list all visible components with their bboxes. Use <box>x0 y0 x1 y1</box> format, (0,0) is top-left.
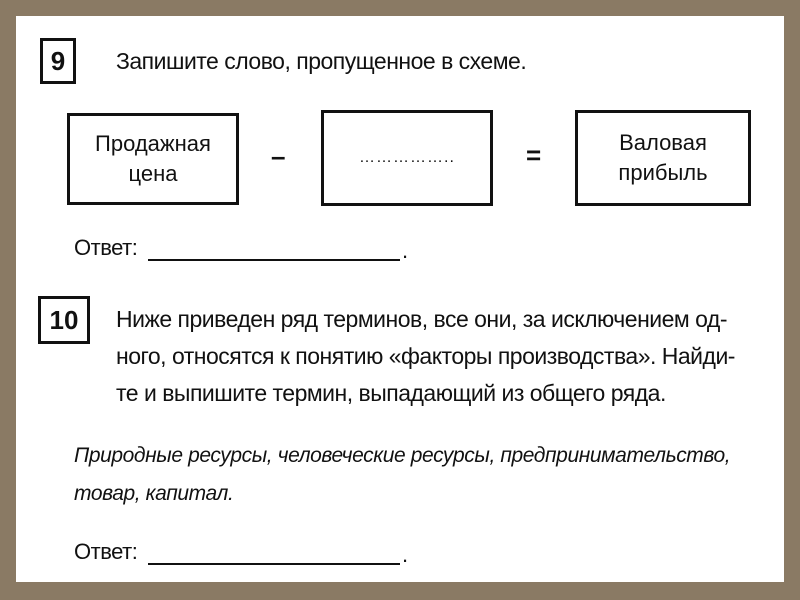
scheme-box-missing-word: …………….. <box>321 110 493 206</box>
question-9-instruction: Запишите слово, пропущенное в схеме. <box>116 48 527 74</box>
scheme-box-gross-profit-line2: прибыль <box>618 160 708 185</box>
answer-label-10: Ответ: <box>74 539 138 564</box>
scheme-box-sale-price-line1: Продажная <box>95 131 211 156</box>
scheme-box-gross-profit-line1: Валовая <box>619 130 707 155</box>
answer-line-9[interactable] <box>148 259 400 261</box>
answer-period-9: . <box>402 238 409 263</box>
question-10-line2: ного, относятся к понятию «факторы произ… <box>116 343 735 369</box>
scheme-box-gross-profit: Валовая прибыль <box>575 110 751 206</box>
question-number-10: 10 <box>38 296 90 344</box>
scheme-box-missing-placeholder: …………….. <box>359 149 455 166</box>
terms-list-line1: Природные ресурсы, человеческие ресурсы,… <box>74 444 731 467</box>
question-10-line3: те и выпишите термин, выпадающий из обще… <box>116 380 666 406</box>
minus-operator: – <box>271 141 286 171</box>
question-number-9: 9 <box>40 38 76 84</box>
scheme-box-sale-price: Продажная цена <box>67 113 239 205</box>
scheme-box-sale-price-line2: цена <box>128 161 178 186</box>
equals-operator: = <box>526 140 542 170</box>
question-10-line1: Ниже приведен ряд терминов, все они, за … <box>116 306 728 332</box>
answer-line-10[interactable] <box>148 563 400 565</box>
worksheet-page: 9 Запишите слово, пропущенное в схеме. П… <box>16 16 784 582</box>
answer-label-9: Ответ: <box>74 235 138 260</box>
answer-period-10: . <box>402 542 409 567</box>
terms-list-line2: товар, капитал. <box>74 482 234 505</box>
